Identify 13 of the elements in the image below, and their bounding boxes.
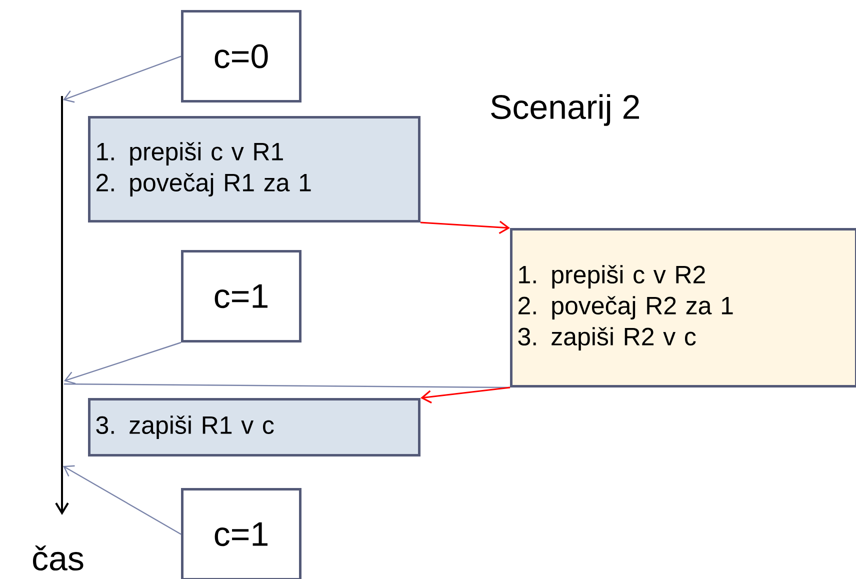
step-box: 1. prepiši c v R2 2. povečaj R2 za 1 3. zapiši R2 v c — [510, 228, 856, 388]
step-box: 1. prepiši c v R1 2. povečaj R1 za 1 — [88, 116, 420, 222]
arrow — [420, 220, 510, 234]
axis-label: čas — [33, 545, 84, 571]
value-box: c=0 — [181, 10, 302, 102]
step-box: 3. zapiši R1 v c — [88, 398, 420, 456]
arrow — [63, 465, 182, 535]
arrow — [64, 342, 182, 384]
arrow — [420, 386, 510, 404]
title: Scenarij 2 — [491, 94, 639, 126]
value-box: c=1 — [181, 488, 302, 579]
value-box: c=1 — [181, 250, 302, 342]
arrow — [63, 56, 182, 103]
